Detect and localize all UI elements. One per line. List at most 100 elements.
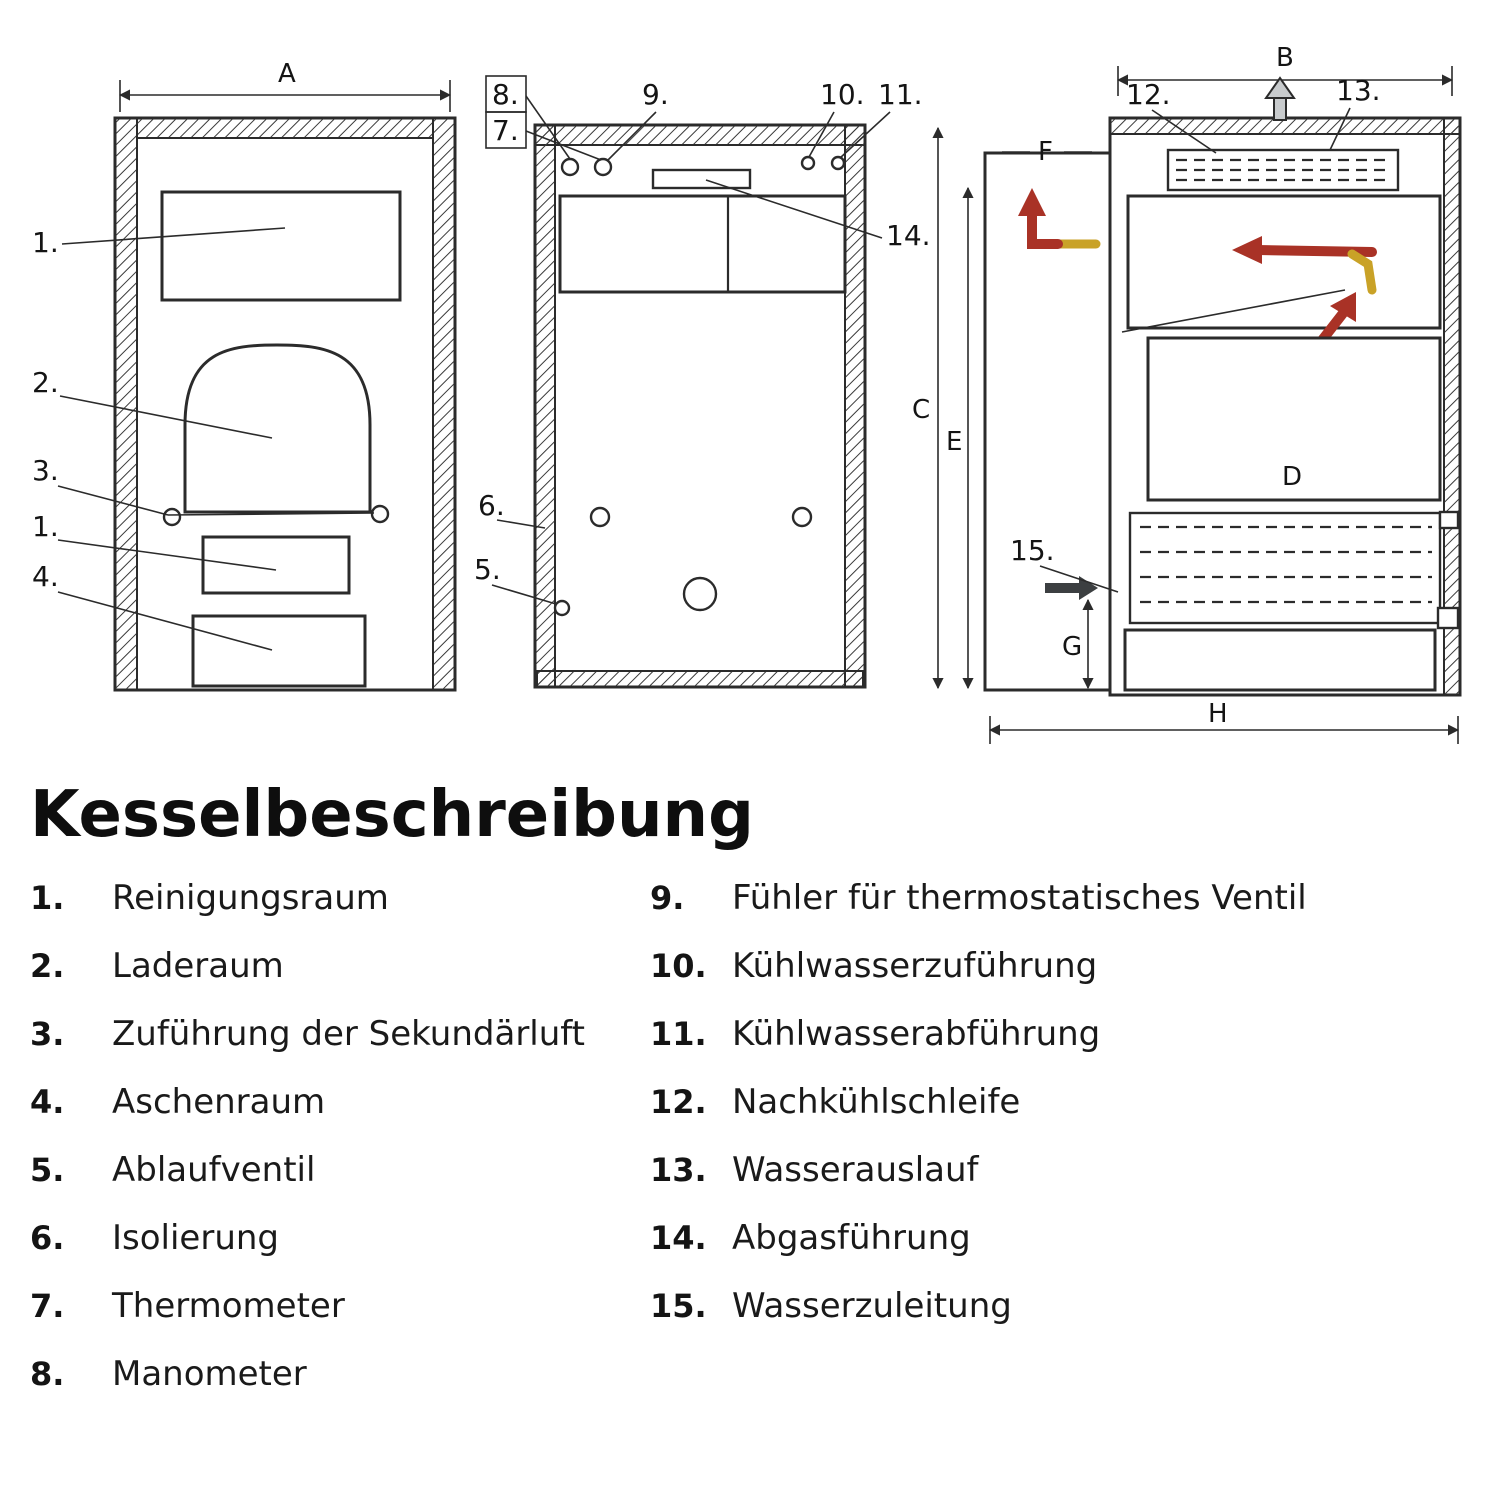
port-right (791, 506, 813, 528)
legend-item-2: 2. Laderaum (30, 946, 650, 1014)
legend-label: Zuführung der Sekundärluft (112, 1014, 585, 1054)
legend-item-8: 8. Manometer (30, 1354, 650, 1422)
legend-label: Ablaufventil (112, 1150, 316, 1190)
legend-label: Isolierung (112, 1218, 280, 1258)
loading-chamber-door (183, 343, 372, 514)
legend-item-11: 11. Kühlwasserabführung (650, 1014, 1470, 1082)
legend-number: 1. (30, 879, 65, 917)
secondary-air-inlet-left (162, 507, 182, 527)
water-inlet-arrow-shaft (1045, 583, 1079, 593)
legend-number: 6. (30, 1219, 65, 1257)
callout-8: 8. (492, 78, 519, 111)
water-inlet-arrow (1045, 576, 1098, 600)
legend-number: 13. (650, 1151, 707, 1189)
ash-chamber-door (191, 614, 367, 688)
side-view-diagram: B C E F (912, 43, 1462, 744)
legend-label: Laderaum (112, 946, 284, 986)
legend-item-5: 5. Ablaufventil (30, 1150, 650, 1218)
legend-column-right: 9. Fühler für thermostatisches Ventil 10… (650, 878, 1470, 1422)
front-top-wall-insulation (136, 117, 434, 139)
legend-column-left: 1. Reinigungsraum 2. Laderaum 3. Zuführu… (30, 878, 650, 1422)
dim-label-e: E (946, 427, 962, 457)
legend-label: Fühler für thermostatisches Ventil (732, 878, 1307, 918)
leader-6 (496, 519, 546, 529)
thermometer-boss (560, 157, 580, 177)
callout-4: 4. (32, 560, 59, 593)
front-view-diagram: A 1. 2. 3. 1. 4. (32, 59, 457, 692)
leader-4 (57, 591, 273, 651)
legend-item-14: 14. Abgasführung (650, 1218, 1470, 1286)
legend-label: Kühlwasserabführung (732, 1014, 1101, 1054)
legend-label: Wasserauslauf (732, 1150, 979, 1190)
dim-label-f: F (1038, 137, 1053, 167)
dim-label-h: H (1208, 699, 1228, 729)
leader-9 (606, 111, 657, 162)
legend-number: 8. (30, 1355, 65, 1393)
legend-number: 14. (650, 1219, 707, 1257)
legend-item-7: 7. Thermometer (30, 1286, 650, 1354)
water-outlet-arrow (1264, 76, 1296, 121)
upper-panel (558, 194, 847, 294)
callout-5: 5. (474, 553, 501, 586)
dim-label-c: C (912, 395, 930, 425)
leader-3b (167, 512, 375, 516)
legend-label: Manometer (112, 1354, 307, 1394)
water-inlet-arrow-head (1079, 576, 1098, 600)
secondary-air-inlet-right (370, 504, 390, 524)
legend-label: Nachkühlschleife (732, 1082, 1021, 1122)
leader-12 (1151, 109, 1217, 154)
leader-2 (59, 395, 273, 439)
callout-13: 13. (1336, 74, 1381, 107)
legend-number: 15. (650, 1287, 707, 1325)
leader-14 (705, 179, 883, 239)
legend-number: 7. (30, 1287, 65, 1325)
legend-item-10: 10. Kühlwasserzuführung (650, 946, 1470, 1014)
callout-11: 11. (878, 78, 923, 111)
legend-number: 3. (30, 1015, 65, 1053)
tube-bank-body (1128, 511, 1442, 625)
right-stub-upper (1438, 510, 1460, 530)
leader-11 (839, 111, 891, 159)
callout-6: 6. (478, 489, 505, 522)
legend-number: 5. (30, 1151, 65, 1189)
legend-number: 12. (650, 1083, 707, 1121)
callout-1a: 1. (32, 226, 59, 259)
callout-15: 15. (1010, 534, 1055, 567)
lower-cleaning-door (201, 535, 351, 595)
legend-label: Kühlwasserzuführung (732, 946, 1098, 986)
leader-15 (1039, 565, 1119, 593)
boiler-diagram-svg: A 1. 2. 3. 1. 4. (32, 43, 1462, 744)
callout-7: 7. (492, 114, 519, 147)
legend-label: Reinigungsraum (112, 878, 389, 918)
leader-1a (61, 227, 286, 245)
legend-label: Wasserzuleitung (732, 1286, 1012, 1326)
flue-gas-collar (651, 168, 752, 190)
callout-10: 10. (820, 78, 865, 111)
leader-7 (525, 130, 602, 161)
cleaning-chamber-door (160, 190, 402, 302)
callout-3: 3. (32, 454, 59, 487)
left-chamber-arrow-head (1018, 188, 1046, 216)
bottom-chamber (1123, 628, 1437, 692)
port-left (589, 506, 611, 528)
front-right-wall-insulation (432, 117, 456, 691)
legend-label: Thermometer (112, 1286, 345, 1326)
middle-bottom-insulation (536, 670, 864, 688)
right-stub-lower (1436, 606, 1460, 630)
flue-gas-elbow-yellow (1347, 249, 1377, 295)
leader-13 (1329, 107, 1351, 151)
front-left-wall-insulation (114, 117, 138, 691)
upper-combustion-chamber (1126, 194, 1442, 330)
dim-label-a: A (278, 59, 296, 89)
secondary-chamber (1146, 336, 1442, 502)
legend-number: 2. (30, 947, 65, 985)
legend-item-3: 3. Zuführung der Sekundärluft (30, 1014, 650, 1082)
legend: 1. Reinigungsraum 2. Laderaum 3. Zuführu… (30, 878, 1500, 1422)
legend-label: Abgasführung (732, 1218, 971, 1258)
center-port (682, 576, 718, 612)
dim-label-g: G (1062, 632, 1082, 662)
boiler-technical-drawings: A 1. 2. 3. 1. 4. (32, 43, 1462, 744)
legend-number: 4. (30, 1083, 65, 1121)
water-outlet-arrow-head (1264, 76, 1296, 99)
dim-label-b: B (1276, 43, 1294, 73)
